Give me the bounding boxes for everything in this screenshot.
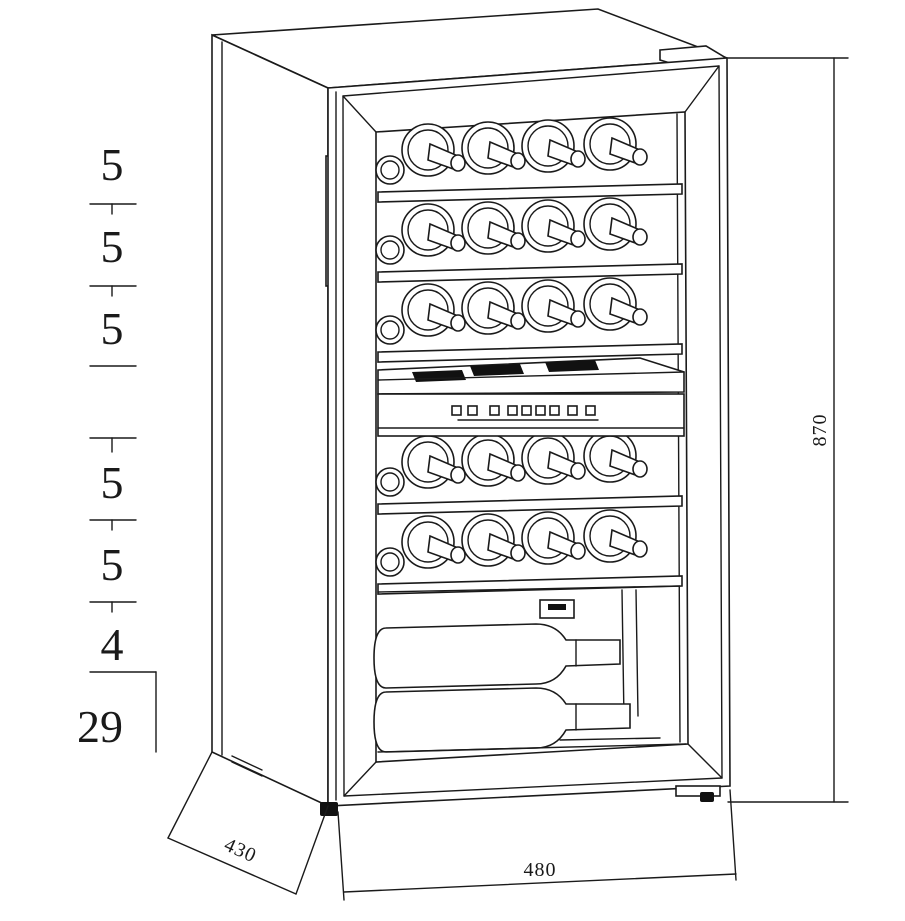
shelves bbox=[375, 117, 683, 595]
vent-slot-2 bbox=[470, 364, 524, 376]
bottle-end bbox=[461, 513, 526, 567]
control-button bbox=[489, 405, 500, 416]
bottle-end bbox=[583, 117, 648, 171]
control-button bbox=[585, 405, 596, 416]
bottle-end bbox=[521, 119, 586, 173]
bottle-end bbox=[375, 547, 405, 577]
shelf-count-2: 5 bbox=[101, 221, 124, 272]
bottle-end bbox=[521, 199, 586, 253]
control-button bbox=[507, 405, 518, 416]
vent-slot-1 bbox=[412, 370, 466, 382]
bottle-end bbox=[521, 431, 586, 485]
bottle-end bbox=[375, 155, 405, 185]
width-value: 480 bbox=[524, 859, 557, 881]
rear-foot bbox=[231, 755, 263, 777]
wine-shelf bbox=[375, 277, 683, 363]
control-button bbox=[467, 405, 478, 416]
bottle-end bbox=[583, 509, 648, 563]
bottle-end bbox=[583, 429, 648, 483]
height-value: 870 bbox=[809, 414, 831, 447]
bottle-end bbox=[461, 281, 526, 335]
height-dimension: 870 bbox=[727, 57, 849, 803]
control-button bbox=[535, 405, 546, 416]
bottle-end bbox=[521, 279, 586, 333]
shelf-count-6: 4 bbox=[101, 619, 124, 670]
wine-shelf bbox=[375, 117, 683, 203]
bottle-end bbox=[375, 315, 405, 345]
bottle-end bbox=[583, 277, 648, 331]
vent-slot-3 bbox=[545, 360, 599, 372]
bottle-end bbox=[401, 123, 466, 177]
depth-value: 430 bbox=[221, 834, 260, 868]
front-foot-right bbox=[675, 785, 721, 802]
cabinet-side bbox=[211, 33, 329, 808]
shelf-count-4: 5 bbox=[101, 457, 124, 508]
bottle-end bbox=[461, 201, 526, 255]
bottom-bottle-1 bbox=[373, 623, 621, 689]
bottle-end bbox=[375, 235, 405, 265]
front-foot-left bbox=[320, 802, 338, 816]
control-button bbox=[549, 405, 560, 416]
bottle-end bbox=[583, 197, 648, 251]
bottle-end bbox=[461, 121, 526, 175]
control-button bbox=[451, 405, 462, 416]
bottle-end bbox=[401, 515, 466, 569]
total-bottle-count: 29 bbox=[77, 701, 123, 752]
bottle-end bbox=[521, 511, 586, 565]
shelf-count-3: 5 bbox=[101, 303, 124, 354]
bottle-end bbox=[401, 203, 466, 257]
control-button bbox=[521, 405, 532, 416]
control-buttons bbox=[451, 405, 599, 421]
count-separator-lines bbox=[89, 203, 157, 753]
wine-shelf bbox=[375, 429, 683, 515]
shelf-count-5: 5 bbox=[101, 539, 124, 590]
wine-shelf bbox=[375, 509, 683, 595]
wine-shelf bbox=[375, 197, 683, 283]
control-panel bbox=[377, 393, 685, 437]
bottom-compartment bbox=[373, 585, 687, 753]
bottle-end bbox=[401, 435, 466, 489]
control-button bbox=[567, 405, 578, 416]
bottle-end bbox=[375, 467, 405, 497]
bottle-end bbox=[461, 433, 526, 487]
shelf-count-1: 5 bbox=[101, 139, 124, 190]
shelf-count-column: 5 5 5 5 5 4 29 bbox=[77, 139, 157, 753]
width-dimension: 480 bbox=[337, 789, 737, 901]
bottle-end bbox=[401, 283, 466, 337]
zone-divider bbox=[377, 357, 685, 395]
